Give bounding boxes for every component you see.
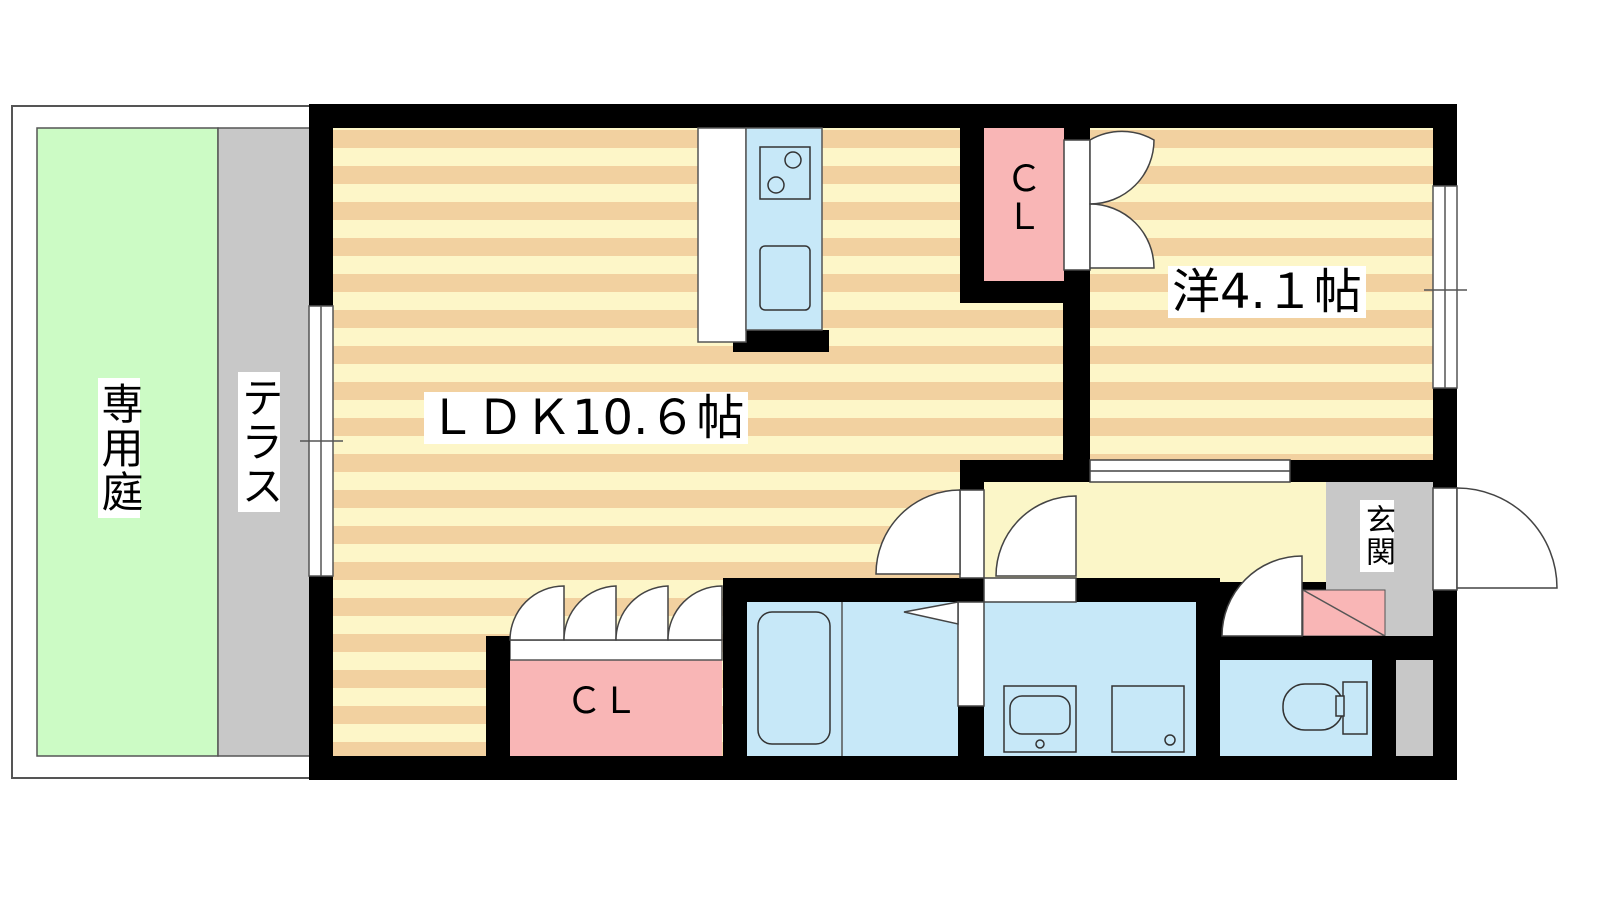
bathtub-icon [757,611,831,745]
closet-lower-area [510,660,722,756]
closet-upper-label: ＣＬ [1000,160,1041,236]
sink-icon [759,245,811,311]
toilet-icon [1282,681,1368,735]
closet-upper-area [984,128,1064,281]
stove-icon [759,146,811,200]
entrance-label: 玄関 [1360,500,1395,572]
private-garden-label: 専用庭 [95,378,144,518]
western-room-label: 洋4.１帖 [1168,266,1366,318]
closet-lower-label: ＣＬ [566,681,639,722]
terrace-label: テラス [235,372,284,512]
storage-area [1396,660,1433,756]
closet-lower-doors [509,639,723,661]
doors [509,130,1558,707]
kitchen-counter-white [697,127,747,343]
ldk-label: ＬＤＫ10.６帖 [424,392,749,444]
interior-walls [486,128,1433,756]
